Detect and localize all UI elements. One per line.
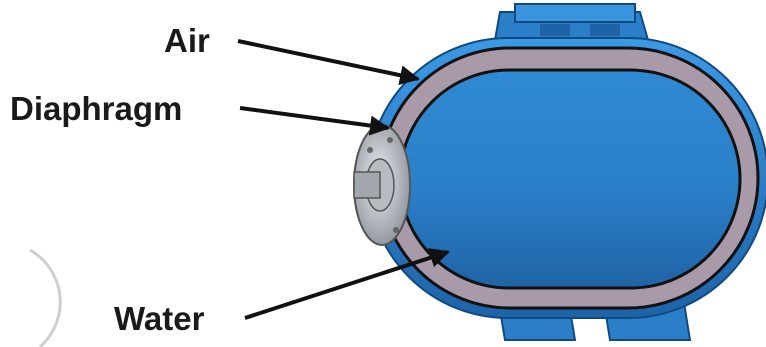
water-chamber [398, 68, 742, 290]
diaphragm-arrow [239, 106, 390, 136]
air-label: Air [164, 22, 210, 59]
diaphragm-label: Diaphragm [10, 90, 182, 127]
valve-flange-icon [353, 124, 411, 246]
water-arrow [244, 248, 450, 320]
water-label: Water [114, 300, 205, 337]
air-arrow [237, 39, 420, 86]
background-circle-fragment [29, 248, 62, 347]
top-mounting-bracket [493, 3, 650, 41]
callout-arrow-icon [237, 39, 450, 320]
